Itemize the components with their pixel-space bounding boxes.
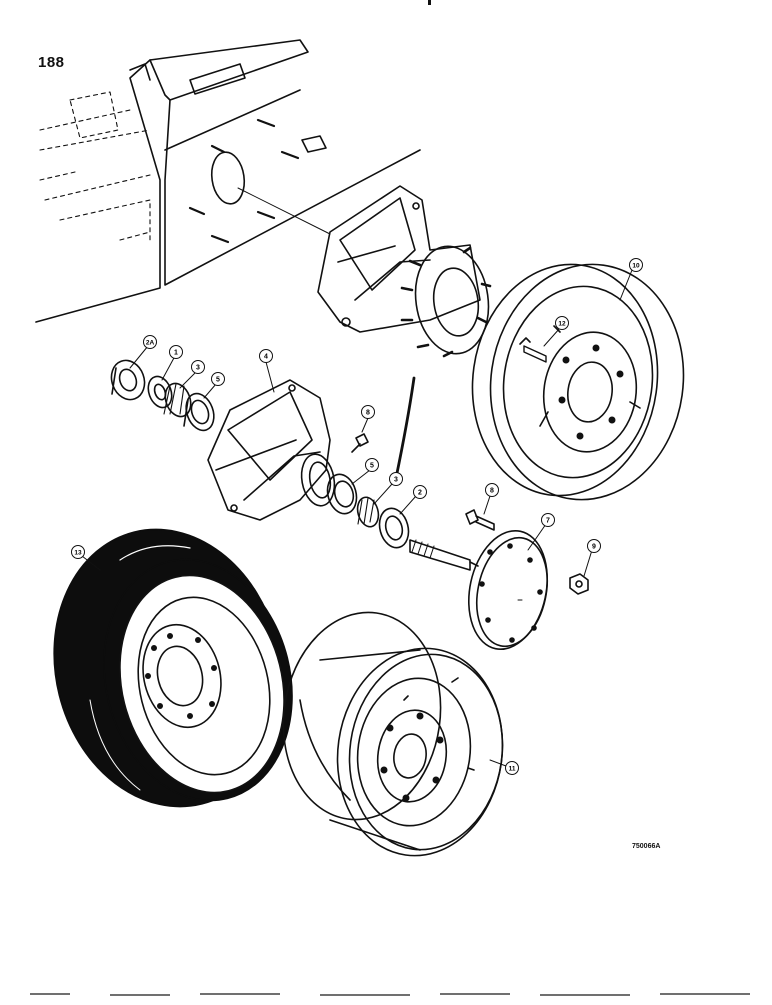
page-number: 188 bbox=[38, 54, 65, 71]
callout-11: 11 bbox=[505, 761, 519, 775]
nut-9 bbox=[569, 573, 589, 595]
callout-8a: 8 bbox=[361, 405, 375, 419]
loader-frame-side-panel bbox=[35, 39, 421, 323]
figure-code: 750066A bbox=[632, 843, 661, 850]
callout-9: 9 bbox=[587, 539, 601, 553]
tire-assembly-13 bbox=[53, 528, 293, 808]
svg-text:12: 12 bbox=[558, 321, 566, 328]
svg-text:2: 2 bbox=[418, 490, 422, 497]
wheel-rim-10 bbox=[471, 263, 685, 501]
svg-text:8: 8 bbox=[366, 410, 370, 417]
callout-10: 10 bbox=[629, 258, 643, 272]
callout-3a: 3 bbox=[191, 360, 205, 374]
callout-2a: 2A bbox=[143, 335, 157, 349]
callout-1: 1 bbox=[169, 345, 183, 359]
svg-text:10: 10 bbox=[632, 263, 640, 270]
svg-text:4: 4 bbox=[264, 354, 268, 361]
axle-housing-4 bbox=[207, 379, 336, 521]
svg-text:9: 9 bbox=[592, 544, 596, 551]
callout-8b: 8 bbox=[485, 483, 499, 497]
callout-leaders bbox=[81, 269, 633, 767]
callout-4: 4 bbox=[259, 349, 273, 363]
bearing-cup-3a bbox=[163, 382, 192, 418]
callout-12: 12 bbox=[555, 316, 569, 330]
svg-text:5: 5 bbox=[216, 377, 220, 384]
bearing-cone-1 bbox=[147, 375, 173, 409]
bearing-race-5a bbox=[183, 392, 215, 432]
axle-housing-assembled bbox=[317, 185, 492, 358]
bearing-race-5b bbox=[326, 473, 358, 515]
svg-text:7: 7 bbox=[546, 518, 550, 525]
svg-text:3: 3 bbox=[394, 477, 398, 484]
bolt-8b bbox=[465, 509, 495, 531]
svg-text:2A: 2A bbox=[146, 340, 155, 347]
svg-text:13: 13 bbox=[74, 550, 82, 557]
seal-2b bbox=[378, 507, 410, 549]
callout-markers: 2A 1 3 5 4 8 5 bbox=[71, 258, 643, 775]
bearing-cone-3b bbox=[356, 496, 380, 528]
svg-text:5: 5 bbox=[370, 463, 374, 470]
callout-5a: 5 bbox=[211, 372, 225, 386]
callout-7: 7 bbox=[541, 513, 555, 527]
seal-2a bbox=[110, 359, 146, 401]
scan-artifacts bbox=[30, 0, 750, 996]
svg-text:11: 11 bbox=[509, 766, 516, 773]
wheel-rim-11 bbox=[282, 611, 504, 857]
axle-shaft-7 bbox=[409, 529, 549, 651]
svg-text:8: 8 bbox=[490, 488, 494, 495]
callout-13: 13 bbox=[71, 545, 85, 559]
callout-3b: 3 bbox=[389, 472, 403, 486]
svg-text:1: 1 bbox=[174, 350, 178, 357]
callout-2b: 2 bbox=[413, 485, 427, 499]
svg-text:3: 3 bbox=[196, 365, 200, 372]
callout-5b: 5 bbox=[365, 458, 379, 472]
grease-fitting-8a bbox=[351, 433, 369, 453]
